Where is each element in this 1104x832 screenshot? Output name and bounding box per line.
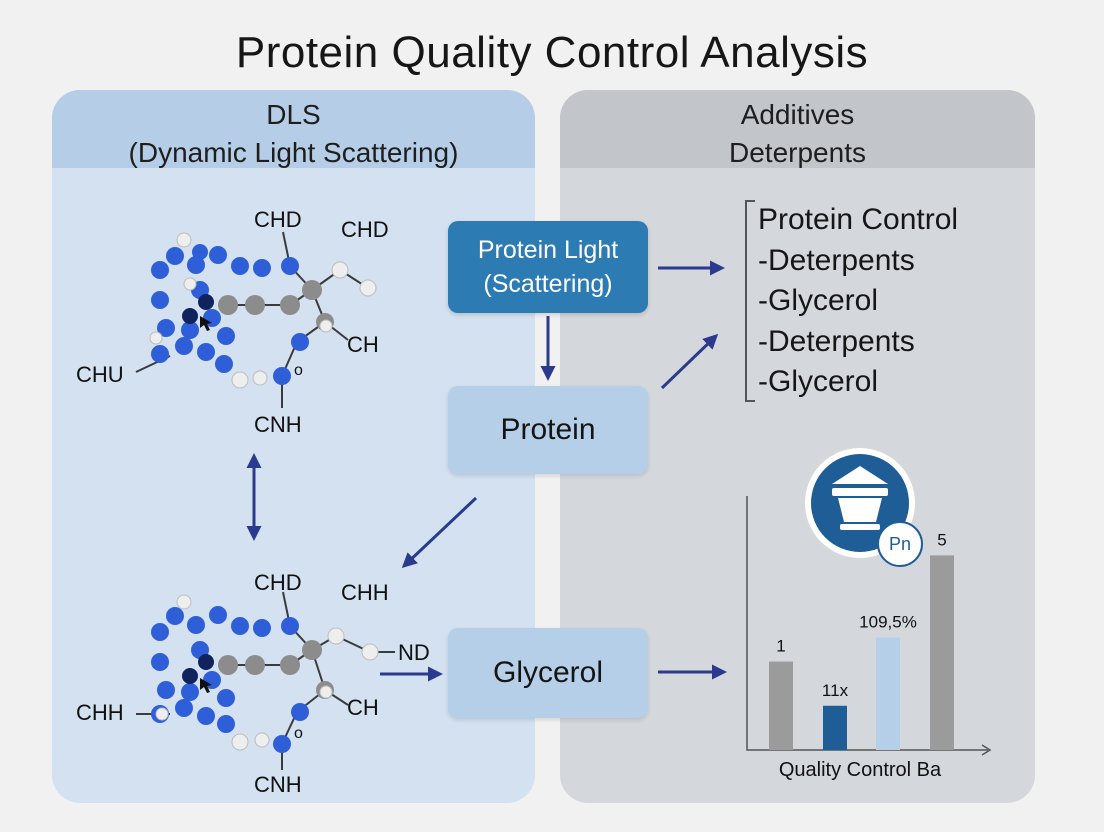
label-chd: CHD <box>254 207 302 232</box>
label-ch: CH <box>347 695 379 720</box>
label-chh: CHH <box>76 700 124 725</box>
additives-panel-header <box>560 90 1035 168</box>
cursor-icon <box>200 678 212 693</box>
protein-box: Protein <box>448 386 648 474</box>
label-chd: CHD <box>254 570 302 595</box>
arrow-protein-to-list <box>660 333 719 390</box>
additive-list-item: Protein Control <box>758 203 959 236</box>
additive-list-item: -Glycerol <box>758 284 879 317</box>
label-chh: CHH <box>341 580 389 605</box>
additives-title-line1: Additives <box>740 99 855 130</box>
label-chu: CHU <box>76 362 124 387</box>
chart-axes <box>746 496 988 751</box>
chart-bars: 1 11x 109,5% 5 <box>769 530 954 750</box>
label-nd: ND <box>398 640 430 665</box>
label-o: o <box>294 725 303 742</box>
dls-panel-header <box>52 90 535 168</box>
quality-control-chart: 1 11x 109,5% 5 <box>746 496 992 756</box>
label-cnh: CNH <box>254 772 302 797</box>
glycerol-box: Glycerol <box>448 628 648 718</box>
list-bracket <box>745 200 755 402</box>
glycerol-box-label: Glycerol <box>492 656 604 689</box>
container-icon <box>832 466 888 530</box>
additive-list-item: -Glycerol <box>758 365 879 398</box>
dls-title-line1: DLS <box>266 99 321 130</box>
chart-bar <box>769 661 793 750</box>
scatter-box-line1: Protein Light <box>477 236 619 264</box>
label-o: o <box>294 362 303 379</box>
chart-bar <box>930 555 954 750</box>
bar-value-label: 109,5% <box>859 613 917 632</box>
additives-panel-title: Additives Deterpents <box>560 96 1035 172</box>
blue-atom-cluster <box>151 244 309 385</box>
protein-box-label: Protein <box>500 413 596 446</box>
x-axis-arrow <box>981 744 992 756</box>
label-chd: CHD <box>341 217 389 242</box>
cursor-icon <box>200 316 212 331</box>
x-axis-title: Quality Control Ba <box>778 759 942 781</box>
protein-light-scattering-box: Protein Light (Scattering) <box>448 221 648 313</box>
label-ch: CH <box>347 332 379 357</box>
scatter-box-line2: (Scattering) <box>483 270 613 298</box>
dls-panel-title: DLS (Dynamic Light Scattering) <box>52 96 535 172</box>
additives-title-line2: Deterpents <box>729 137 866 168</box>
dls-title-line2: (Dynamic Light Scattering) <box>128 137 459 168</box>
pn-badge: Pn <box>877 521 923 567</box>
molecule-top: CHD CHD CH CHU CNH o <box>76 207 389 437</box>
bar-value-label: 5 <box>937 530 946 549</box>
additive-list: Protein Control -Deterpents -Glycerol -D… <box>758 200 958 403</box>
label-cnh: CNH <box>254 412 302 437</box>
arrow-protein-to-molecule <box>401 496 478 569</box>
bar-value-label: 1 <box>776 637 785 656</box>
additive-list-item: -Deterpents <box>758 243 915 277</box>
bar-value-label: 11x <box>822 681 849 700</box>
molecule-bottom: CHD CHH ND CH CHH CNH o <box>76 570 430 797</box>
chart-bar <box>823 705 847 750</box>
chart-bar <box>876 637 900 750</box>
additive-list-item: -Deterpents <box>758 324 915 358</box>
page-title: Protein Quality Control Analysis <box>235 28 869 77</box>
